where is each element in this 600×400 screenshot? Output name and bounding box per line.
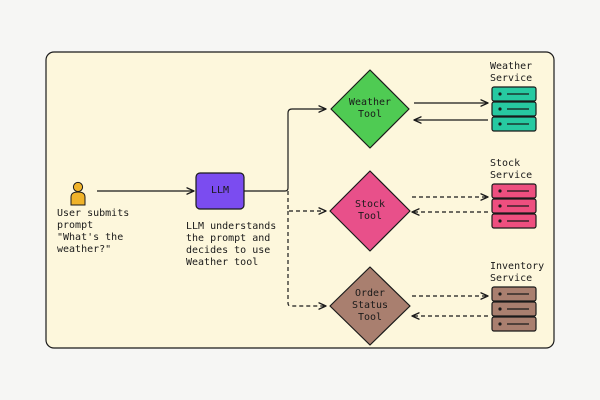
user-caption-line3: "What's the — [57, 232, 124, 243]
stock-tool-label: Stock Tool — [335, 199, 405, 223]
connector-llm-to-weather-tool — [244, 109, 326, 192]
weather-service-label: Weather Service — [490, 61, 532, 85]
weather-tool-label: Weather Tool — [335, 97, 405, 121]
weather-tool-label-line2: Tool — [357, 109, 383, 120]
stock-service-server-icon[interactable] — [491, 183, 537, 229]
diagram-panel — [45, 51, 555, 349]
person-icon — [70, 181, 86, 206]
inventory-service-label-line1: Inventory — [490, 261, 545, 272]
connector-llm-to-stock-tool — [287, 191, 326, 211]
order-status-tool-node[interactable] — [329, 266, 411, 346]
llm-caption-line1: LLM understands — [186, 221, 277, 232]
inventory-service-label: Inventory Service — [490, 261, 544, 285]
inventory-service-server-icon[interactable] — [491, 286, 537, 332]
llm-caption-line2: the prompt and — [186, 233, 271, 244]
stock-tool-node[interactable] — [329, 170, 411, 252]
order-tool-label-line1: Order — [354, 288, 386, 299]
connector-llm-to-order-tool — [287, 211, 326, 306]
llm-caption-line3: decides to use — [186, 245, 271, 256]
user-caption: User submits prompt "What's the weather?… — [57, 208, 129, 256]
stock-service-label-line2: Service — [490, 170, 533, 181]
weather-tool-node[interactable] — [330, 69, 410, 149]
user-caption-line4: weather?" — [57, 244, 112, 255]
stock-tool-label-line1: Stock — [354, 199, 386, 210]
order-tool-label-line3: Tool — [357, 312, 383, 323]
user-caption-line1: User submits — [57, 208, 130, 219]
weather-tool-label-line1: Weather — [348, 97, 392, 108]
weather-service-label-line2: Service — [490, 73, 533, 84]
inventory-service-label-line2: Service — [490, 273, 533, 284]
llm-caption: LLM understands the prompt and decides t… — [186, 221, 276, 269]
llm-label: LLM — [210, 185, 230, 196]
order-status-tool-label: Order Status Tool — [335, 288, 405, 324]
weather-service-server-icon[interactable] — [491, 86, 537, 132]
stock-tool-label-line2: Tool — [357, 211, 383, 222]
order-tool-label-line2: Status — [351, 300, 389, 311]
stock-service-label: Stock Service — [490, 158, 532, 182]
llm-caption-line4: Weather tool — [186, 257, 259, 268]
weather-service-label-line1: Weather — [490, 61, 533, 72]
stock-service-label-line1: Stock — [490, 158, 521, 169]
user-caption-line2: prompt — [57, 220, 94, 231]
